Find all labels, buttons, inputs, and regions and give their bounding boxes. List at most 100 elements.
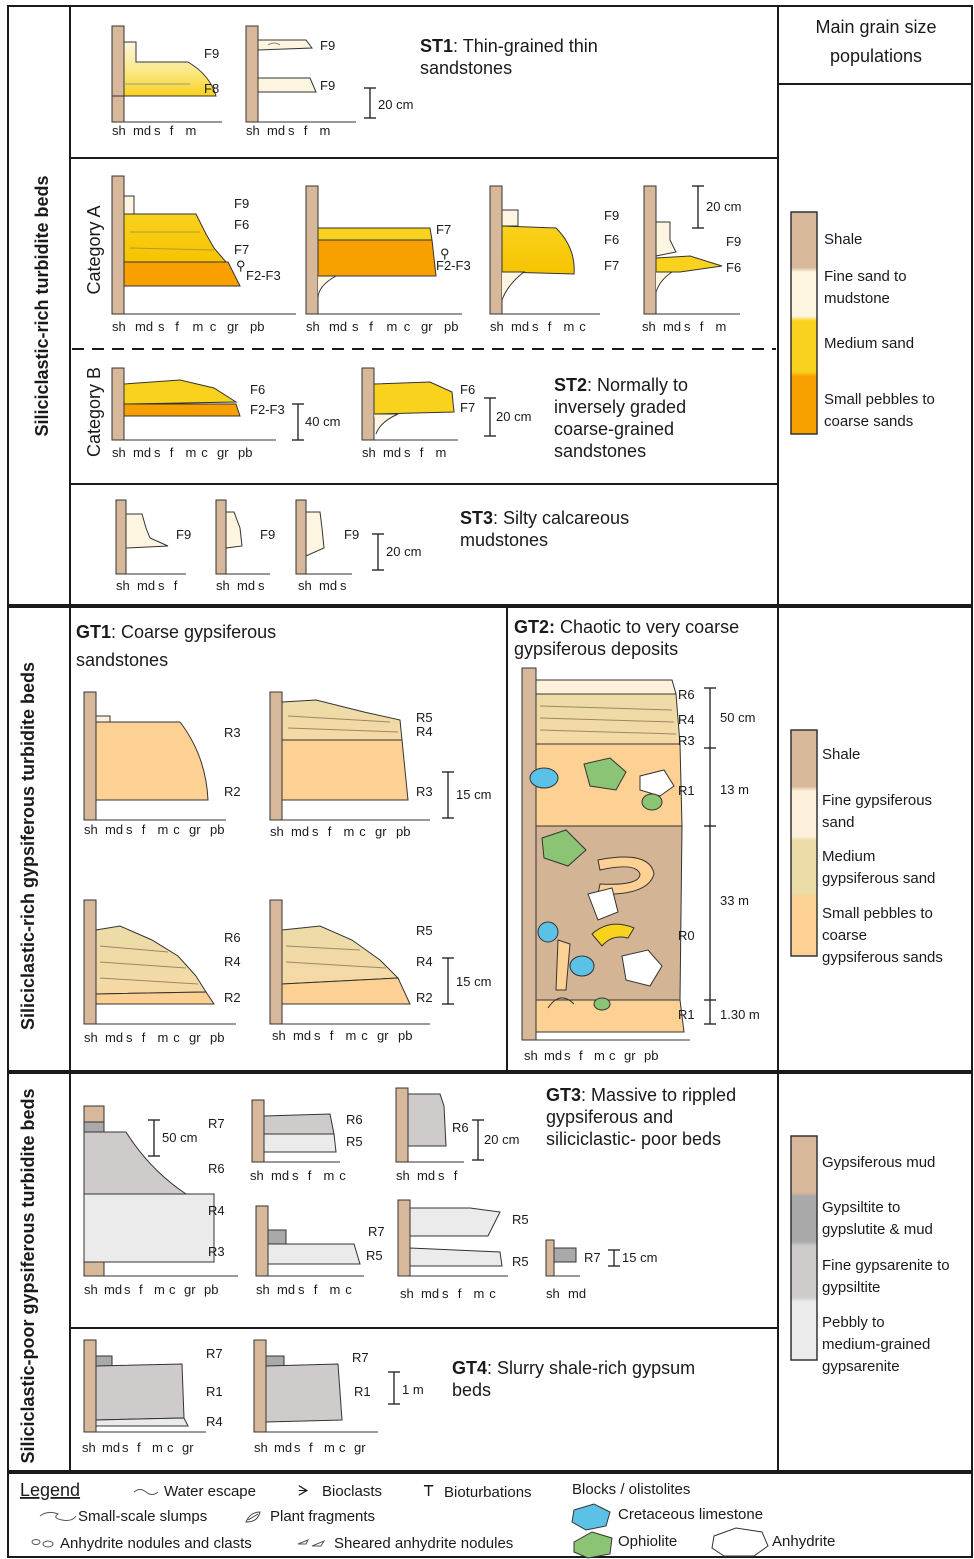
gt3-scale-a xyxy=(148,1119,160,1157)
grain-axis-tick: s xyxy=(288,123,295,138)
grain-axis-tick: s xyxy=(340,578,347,593)
section-label-sil-poor: Siliciclastic-poor gypsiferous turbidite… xyxy=(18,1088,38,1463)
grain-axis-tick: m xyxy=(716,319,727,334)
grain-axis-tick: md xyxy=(277,1282,295,1297)
grain-axis-tick: m xyxy=(158,1030,169,1045)
gt3-scale-c-label: 20 cm xyxy=(484,1132,519,1147)
legend-gyp-coarse-3: gypsiferous sands xyxy=(822,949,943,966)
legend-gyp-shale: Shale xyxy=(822,746,860,763)
water-escape-icon xyxy=(133,1489,159,1495)
st3-log-3 xyxy=(295,499,352,575)
gt3a-r3: R3 xyxy=(208,1244,225,1259)
st2-desc3: coarse-grained xyxy=(554,419,674,439)
grain-axis-tick: md xyxy=(104,1282,122,1297)
grain-axis-tick: c xyxy=(169,1282,176,1297)
slump-icon xyxy=(39,1511,77,1521)
gt2-r4: R4 xyxy=(678,712,695,727)
grain-axis-tick: m xyxy=(344,824,355,839)
legend-gyp-medium-1: Medium xyxy=(822,848,875,865)
grain-axis-tick: s xyxy=(294,1440,301,1455)
grain-axis-tick: f xyxy=(548,319,552,334)
grain-axis-tick: sh xyxy=(112,123,126,138)
grain-axis-tick: sh xyxy=(112,445,126,460)
grain-axis-tick: c xyxy=(173,822,180,837)
gt3a-r7: R7 xyxy=(208,1116,225,1131)
grain-axis-tick: f xyxy=(142,1030,146,1045)
grain-axis-tick: pb xyxy=(238,445,252,460)
gt2-r1-bottom: R1 xyxy=(678,1007,695,1022)
gt1d-r4: R4 xyxy=(416,954,433,969)
cat-a3-f9: F9 xyxy=(604,208,619,223)
cat-a-scale-label: 20 cm xyxy=(706,199,741,214)
grain-axis-tick: c xyxy=(361,1028,368,1043)
grain-axis-tick: sh xyxy=(546,1286,560,1301)
grain-axis-tick: sh xyxy=(84,1030,98,1045)
grain-axis-tick: m xyxy=(193,319,204,334)
gt1c-r6: R6 xyxy=(224,930,241,945)
grain-axis-tick: md xyxy=(417,1168,435,1183)
grain-axis-tick: md xyxy=(293,1028,311,1043)
gt1-scale-b xyxy=(442,957,454,1005)
legend-poor-fine-2: gypsiltite xyxy=(822,1279,880,1296)
gt1b-r3: R3 xyxy=(416,784,433,799)
grain-axis-tick: gr xyxy=(227,319,239,334)
cat-a-log-1 xyxy=(111,175,296,315)
gt4b-r1: R1 xyxy=(354,1384,371,1399)
frame xyxy=(7,5,973,1558)
gt3d-r5: R5 xyxy=(366,1248,383,1263)
legend-blocks: Blocks / olistolites xyxy=(572,1481,690,1498)
grain-axis-tick: c xyxy=(609,1048,616,1063)
grain-axis-tick: m xyxy=(324,1440,335,1455)
gt3-scale-a-label: 50 cm xyxy=(162,1130,197,1145)
legend-bar-gyp xyxy=(790,729,818,957)
grain-axis-tick: f xyxy=(139,1282,143,1297)
gt2-scale-13m: 13 m xyxy=(720,782,749,797)
gt1-scale-a-label: 15 cm xyxy=(456,787,491,802)
grain-axis-tick: f xyxy=(137,1440,141,1455)
gt1b-r5: R5 xyxy=(416,710,433,725)
st3-log-1 xyxy=(115,499,186,575)
gt3e-r5-a: R5 xyxy=(512,1212,529,1227)
grain-axis-tick: m xyxy=(330,1282,341,1297)
cat-b1-f23: F2-F3 xyxy=(250,402,285,417)
grain-axis-tick: m xyxy=(186,445,197,460)
grain-axis-tick: pb xyxy=(396,824,410,839)
cat-b2-f6: F6 xyxy=(460,382,475,397)
grain-axis-tick: md xyxy=(291,824,309,839)
grain-axis-tick: s xyxy=(154,445,161,460)
grain-axis-tick: s xyxy=(158,319,165,334)
grain-axis-tick: m xyxy=(387,319,398,334)
grain-axis-tick: sh xyxy=(270,824,284,839)
gt3-scale-f-label: 15 cm xyxy=(622,1250,657,1265)
st3-title: ST3: Silty calcareous xyxy=(460,508,629,528)
grain-axis-tick: f xyxy=(142,822,146,837)
grain-axis-tick: m xyxy=(154,1282,165,1297)
st1-scale xyxy=(364,87,376,119)
grain-axis-tick: c xyxy=(579,319,586,334)
st1-f9-b: F9 xyxy=(320,38,335,53)
grain-axis-tick: m xyxy=(324,1168,335,1183)
grain-axis-tick: md xyxy=(133,123,151,138)
grain-axis-tick: f xyxy=(170,445,174,460)
cat-a2-f7: F7 xyxy=(436,222,451,237)
gt1-desc2: sandstones xyxy=(76,650,168,670)
grain-axis-tick: sh xyxy=(112,319,126,334)
gt4-log-2 xyxy=(253,1339,378,1433)
gt4-scale xyxy=(388,1371,400,1405)
grain-axis-tick: sh xyxy=(116,578,130,593)
legend-poor-fine-1: Fine gypsarenite to xyxy=(822,1257,950,1274)
grain-axis-tick: gr xyxy=(624,1048,636,1063)
grain-axis-tick: m xyxy=(436,445,447,460)
grain-axis-tick: sh xyxy=(256,1282,270,1297)
grain-axis-tick: c xyxy=(404,319,411,334)
grain-axis-tick: sh xyxy=(216,578,230,593)
grain-axis-tick: s xyxy=(352,319,359,334)
gt3-desc3: siliciclastic- poor beds xyxy=(546,1129,721,1149)
legend-title: Legend xyxy=(20,1480,80,1500)
st1-title: ST1: Thin-grained thin xyxy=(420,36,598,56)
anhydrite-icon xyxy=(711,1527,769,1557)
gt2-r0: R0 xyxy=(678,928,695,943)
grain-axis-tick: sh xyxy=(82,1440,96,1455)
legend-sil-medium: Medium sand xyxy=(824,335,914,352)
cat-b-log-1 xyxy=(111,367,276,441)
